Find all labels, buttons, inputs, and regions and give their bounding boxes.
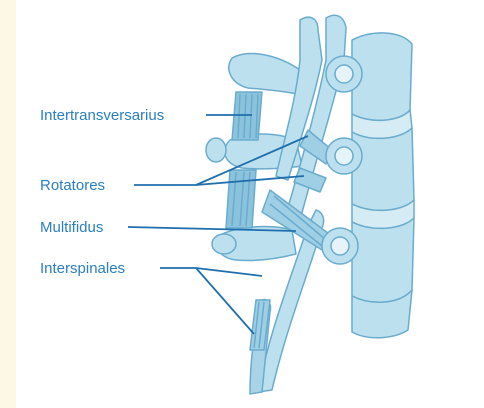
vertebral-body-middle (352, 128, 414, 210)
vertebral-column (206, 15, 414, 394)
leader-interspinales-c (196, 268, 254, 334)
rib-stub (212, 234, 236, 254)
articular-ring-lower (322, 228, 358, 264)
intertransversarius-muscle-lower (226, 170, 256, 228)
intertransversarius-muscle (232, 92, 262, 140)
rib-stub-2 (206, 138, 226, 162)
leader-interspinales-b (196, 268, 262, 276)
label-intertransversarius: Intertransversarius (40, 107, 164, 124)
articular-ring-middle (326, 138, 362, 174)
label-interspinales: Interspinales (40, 260, 125, 277)
articular-ring-upper (326, 56, 362, 92)
transverse-process-upper (229, 54, 306, 96)
vertebral-body-lower (352, 218, 414, 302)
label-multifidus: Multifidus (40, 219, 103, 236)
left-margin-strip (0, 0, 16, 408)
label-rotatores: Rotatores (40, 177, 105, 194)
